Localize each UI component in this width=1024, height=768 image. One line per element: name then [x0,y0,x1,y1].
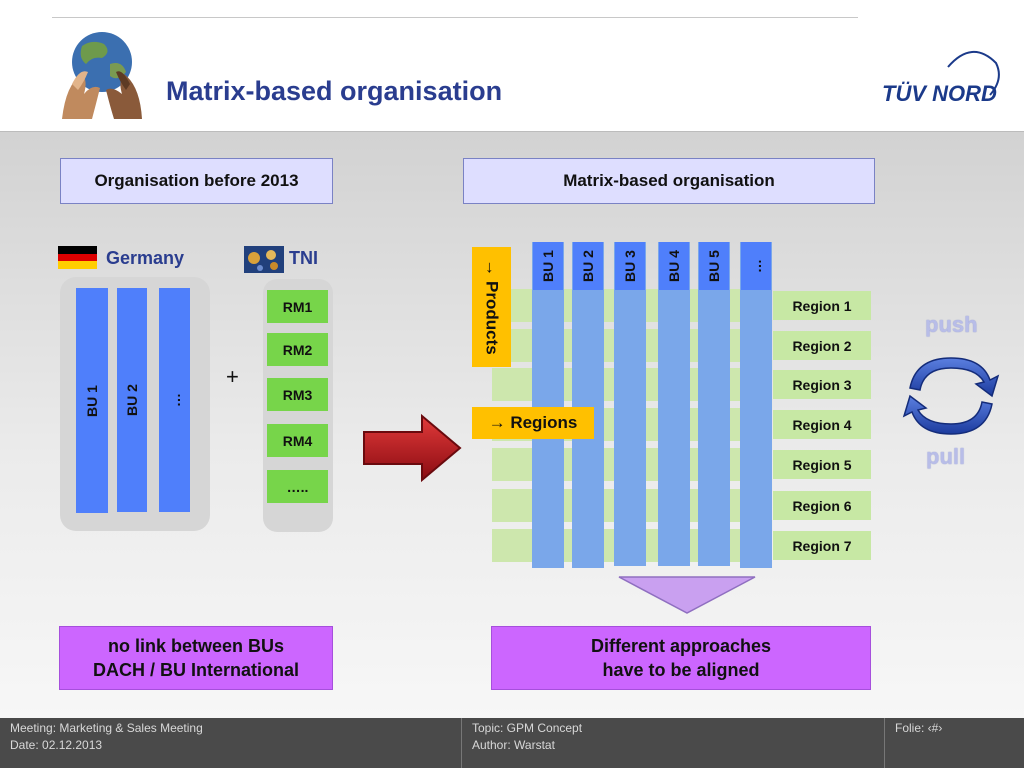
regions-axis-label: → Regions [472,407,594,439]
left-note-line1: no link between BUs [107,636,284,656]
bu-column-4: BU 4 [658,242,690,566]
bu-bar-more: … [159,288,190,512]
header-rule [52,17,858,18]
logo-text: TÜV NORD [882,81,997,106]
down-triangle-icon [618,576,756,614]
bu-bar-1: BU 1 [76,288,108,513]
bu-column-label: BU 1 [540,250,556,282]
bu-bar-2: BU 2 [117,288,147,512]
bu-column-label: BU 5 [706,250,722,282]
rm-item-2: RM2 [267,333,328,366]
region-label-3: Region 3 [773,370,871,399]
right-note-line1: Different approaches [590,636,772,656]
footer-date: Date: 02.12.2013 [10,738,103,752]
slide-footer: Meeting: Marketing & Sales Meeting Date:… [0,718,1024,768]
globe-hands-image [52,24,152,119]
bu-column-3: BU 3 [614,242,646,566]
tni-label: TNI [289,248,318,268]
right-note-line2: have to be aligned [602,660,760,680]
rm-item-4: RM4 [267,424,328,457]
germany-flag-icon [58,246,97,269]
region-label-5: Region 5 [773,450,871,479]
bu-column-label: … [748,259,764,273]
germany-label: Germany [106,248,185,268]
rm-item-more: ….. [267,470,328,503]
slide-header: Matrix-based organisation TÜV NORD [0,0,1024,131]
rm-item-1: RM1 [267,290,328,323]
plus-sign: + [226,364,239,389]
products-axis-label: → Products [472,247,511,367]
footer-meeting-cell: Meeting: Marketing & Sales Meeting Date:… [0,718,461,768]
bu-column-more: … [740,242,772,568]
region-label-6: Region 6 [773,491,871,520]
footer-folie-cell: Folie: ‹#› [884,718,1024,768]
footer-topic: Topic: GPM Concept [472,721,583,735]
bu-column-label: BU 4 [666,250,682,282]
region-label-1: Region 1 [773,291,871,320]
left-note-line2: DACH / BU International [92,660,299,680]
footer-topic-cell: Topic: GPM Concept Author: Warstat [461,718,884,768]
bu-bar-label: … [166,393,183,407]
push-label: push [925,312,978,337]
tuv-nord-logo: TÜV NORD [880,45,1005,115]
cycle-arrows-icon [902,357,1000,435]
bu-column-2: BU 2 [572,242,604,568]
page-title: Matrix-based organisation [166,76,503,106]
products-label-text: → Products [482,259,502,355]
region-label-2: Region 2 [773,331,871,360]
bu-column-5: BU 5 [698,242,730,566]
right-note-box: Different approaches have to be aligned [491,626,871,690]
bu-column-label: BU 3 [622,250,638,282]
region-label-4: Region 4 [773,410,871,439]
bu-bar-label: BU 2 [124,384,140,416]
matrix-heading: Matrix-based organisation [463,158,875,204]
region-label-7: Region 7 [773,531,871,560]
pull-label: pull [926,444,966,469]
rm-item-3: RM3 [267,378,328,411]
footer-author: Author: Warstat [472,738,555,752]
bu-bar-label: BU 1 [84,384,100,417]
bu-column-label: BU 2 [580,250,596,282]
bu-column-1: BU 1 [532,242,564,568]
transition-arrow-icon [363,413,462,483]
world-map-icon [244,246,284,273]
footer-meeting: Meeting: Marketing & Sales Meeting [10,721,203,735]
footer-folie: Folie: ‹#› [895,721,943,735]
before-2013-heading: Organisation before 2013 [60,158,333,204]
